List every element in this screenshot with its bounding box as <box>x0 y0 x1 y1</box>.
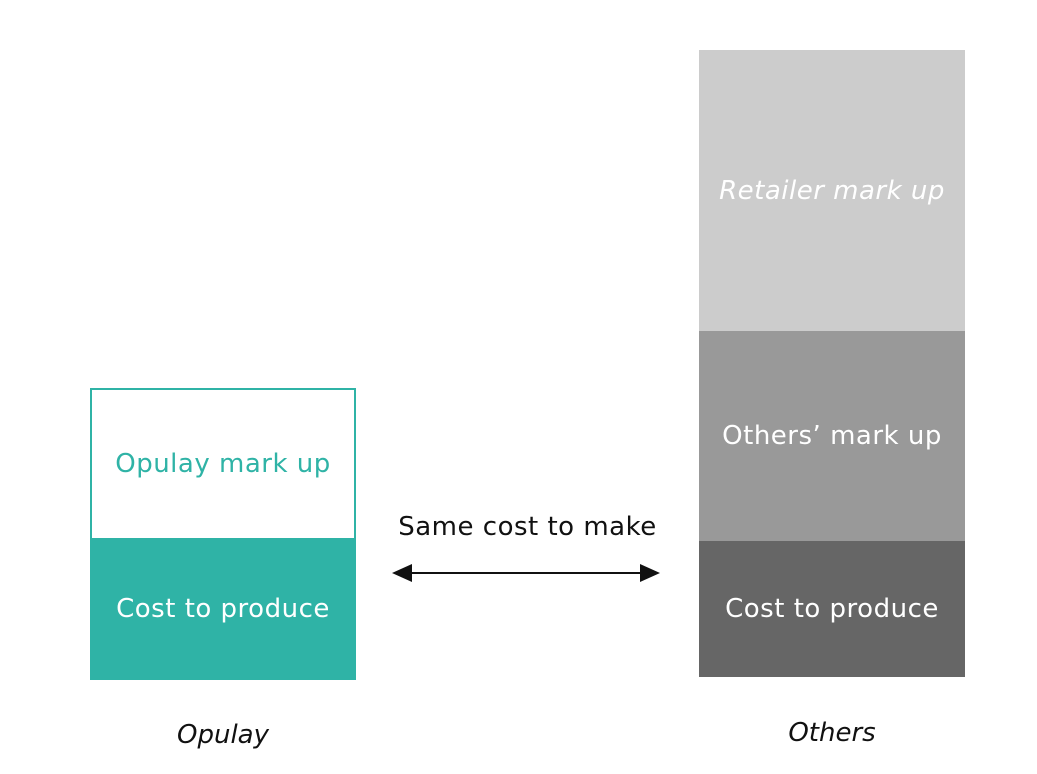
others-retailer-markup-block: Retailer mark up <box>699 50 965 331</box>
others-markup-block: Others’ mark up <box>699 331 965 541</box>
double-arrow-icon <box>392 564 660 582</box>
others-caption: Others <box>788 718 876 748</box>
opulay-markup-block: Opulay mark up <box>90 388 356 540</box>
others-retailer-markup-label: Retailer mark up <box>719 175 945 206</box>
others-markup-label: Others’ mark up <box>722 421 942 451</box>
same-cost-label: Same cost to make <box>398 512 657 542</box>
opulay-caption: Opulay <box>177 720 269 750</box>
opulay-markup-label: Opulay mark up <box>115 449 331 479</box>
opulay-cost-block: Cost to produce <box>90 538 356 680</box>
others-cost-label: Cost to produce <box>725 594 939 624</box>
others-cost-block: Cost to produce <box>699 541 965 677</box>
opulay-cost-label: Cost to produce <box>116 594 330 624</box>
